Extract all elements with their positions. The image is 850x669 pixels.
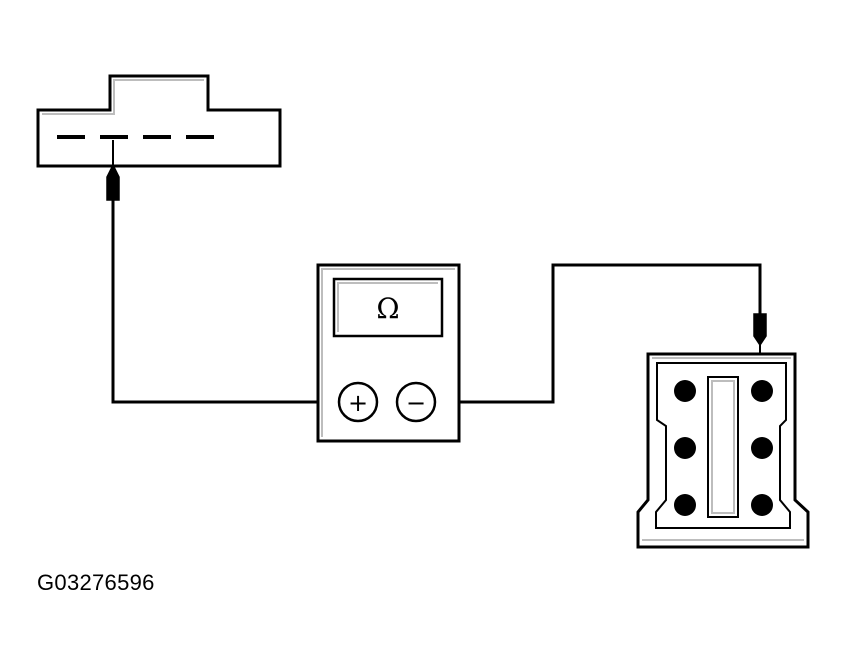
- left-probe-body: [106, 163, 120, 201]
- ohmmeter-display-bevel: [337, 282, 438, 332]
- connector-pin: [751, 380, 773, 402]
- positive-terminal: [337, 381, 379, 423]
- connector-pin: [674, 494, 696, 516]
- connector-pin: [751, 437, 773, 459]
- left-connector-body: [36, 74, 282, 168]
- negative-terminal: [395, 381, 437, 423]
- right-connector-shade: [642, 357, 804, 541]
- figure-id: G03276596: [37, 570, 155, 595]
- wire-negative-lead: [434, 263, 762, 404]
- right-probe-body: [753, 313, 767, 347]
- ohmmeter-body-bevel: [321, 268, 455, 437]
- ohm-symbol: Ω: [376, 292, 399, 325]
- right-connector: [636, 352, 810, 549]
- ohmmeter-display: [332, 277, 444, 338]
- connector-latch-slot-inner: [711, 380, 735, 514]
- right-connector-inner: [655, 362, 791, 529]
- left-probe: [106, 140, 120, 201]
- wire-positive-lead: [111, 200, 337, 404]
- connector-pin: [751, 494, 773, 516]
- positive-terminal-label: +: [348, 389, 368, 417]
- connector-pin: [674, 380, 696, 402]
- ohmmeter: Ω + −: [316, 263, 461, 443]
- connector-pin: [674, 437, 696, 459]
- left-connector-inner-shade: [42, 79, 204, 115]
- negative-terminal-label: −: [406, 389, 426, 417]
- left-connector: [36, 74, 282, 168]
